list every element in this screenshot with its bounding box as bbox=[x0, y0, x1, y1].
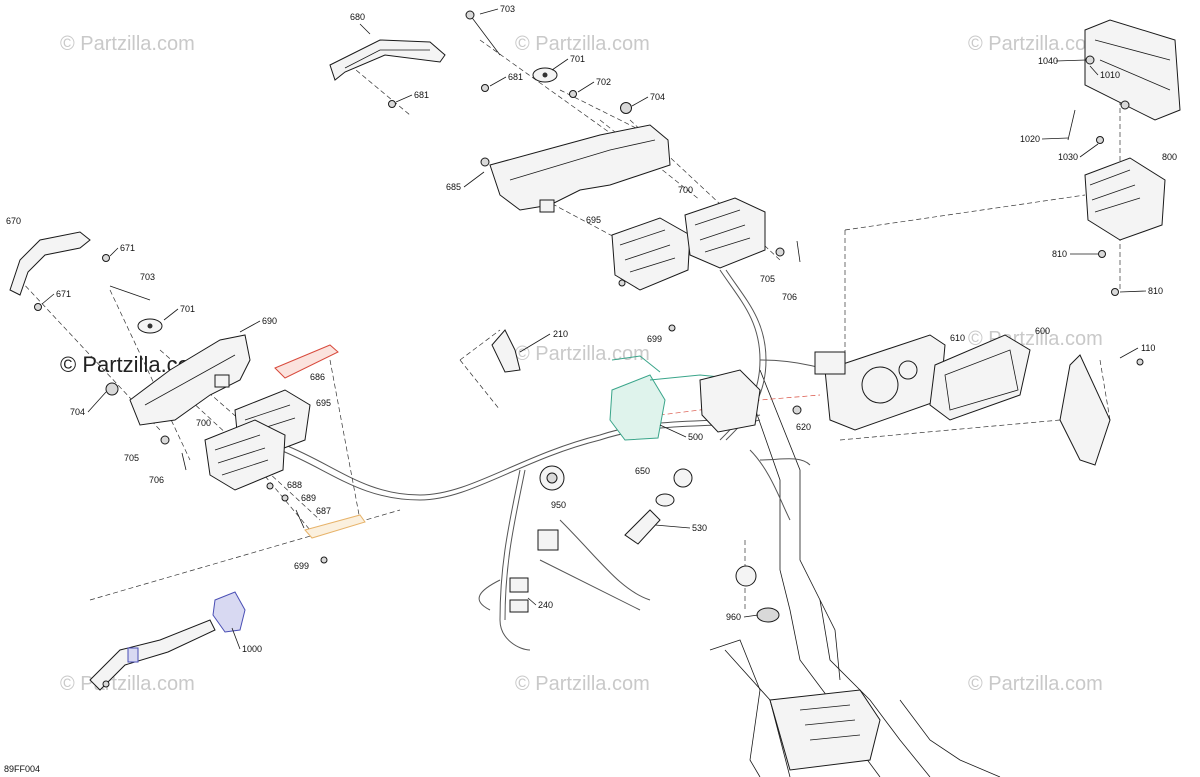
label-702: 702 bbox=[596, 77, 611, 87]
label-950: 950 bbox=[551, 500, 566, 510]
bracket-110 bbox=[792, 354, 1144, 466]
bracket-690 bbox=[105, 334, 251, 426]
watermark-text: © Partzilla.com bbox=[515, 33, 650, 55]
display-600 bbox=[929, 334, 1031, 421]
label-240: 240 bbox=[538, 600, 553, 610]
label-810: 810 bbox=[1148, 286, 1163, 296]
module-700-upper bbox=[684, 197, 801, 269]
upper-fasteners bbox=[388, 10, 632, 114]
watermark-text: © Partzilla.com bbox=[968, 673, 1103, 695]
label-695: 695 bbox=[316, 398, 331, 408]
label-699: 699 bbox=[294, 561, 309, 571]
switch-950 bbox=[539, 465, 565, 491]
wiring-harness bbox=[279, 269, 841, 651]
label-705: 705 bbox=[760, 274, 775, 284]
bracket-680 bbox=[329, 39, 446, 81]
connector-240 bbox=[509, 529, 559, 613]
label-688: 688 bbox=[287, 480, 302, 490]
label-1040: 1040 bbox=[1038, 56, 1058, 66]
label-1010: 1010 bbox=[1100, 70, 1120, 80]
ecu-800 bbox=[1084, 157, 1166, 296]
watermark-text: © Partzilla.com bbox=[515, 673, 650, 695]
watermarks: © Partzilla.com © Partzilla.com © Partzi… bbox=[60, 33, 1103, 695]
label-110: 110 bbox=[1141, 343, 1155, 353]
label-810: 810 bbox=[1052, 249, 1067, 259]
label-1030: 1030 bbox=[1058, 152, 1078, 162]
label-705: 705 bbox=[124, 453, 139, 463]
module-500 bbox=[609, 355, 761, 441]
switch-650-530 bbox=[624, 468, 693, 545]
bracket-670 bbox=[9, 231, 163, 334]
bracket-686-highlight bbox=[274, 344, 339, 379]
fasteners-688-689 bbox=[266, 324, 676, 564]
label-671: 671 bbox=[120, 243, 135, 253]
frame-chassis bbox=[709, 369, 1001, 777]
label-703: 703 bbox=[140, 272, 155, 282]
label-700: 700 bbox=[678, 185, 693, 195]
label-680: 680 bbox=[350, 12, 365, 22]
label-685: 685 bbox=[446, 182, 461, 192]
bracket-687-highlight bbox=[304, 514, 366, 539]
label-689: 689 bbox=[301, 493, 316, 503]
label-703: 703 bbox=[500, 4, 515, 14]
label-695: 695 bbox=[586, 215, 601, 225]
label-1000: 1000 bbox=[242, 644, 262, 654]
label-700: 700 bbox=[196, 418, 211, 428]
switch-1000 bbox=[89, 591, 246, 691]
label-704: 704 bbox=[70, 407, 85, 417]
label-1020: 1020 bbox=[1020, 134, 1040, 144]
label-687: 687 bbox=[316, 506, 331, 516]
leader-lines bbox=[19, 39, 1121, 610]
switch-960 bbox=[735, 565, 780, 623]
bracket-1010 bbox=[1067, 19, 1181, 144]
label-960: 960 bbox=[726, 612, 741, 622]
label-681: 681 bbox=[508, 72, 523, 82]
label-670: 670 bbox=[6, 216, 21, 226]
watermark-text: © Partzilla.com bbox=[60, 673, 195, 695]
label-600: 600 bbox=[1035, 326, 1050, 336]
watermark-text: © Partzilla.com bbox=[60, 33, 195, 55]
part-labels: 680 703 681 681 701 702 704 685 700 695 … bbox=[4, 4, 1177, 774]
label-210: 210 bbox=[553, 329, 568, 339]
label-650: 650 bbox=[635, 466, 650, 476]
label-704: 704 bbox=[650, 92, 665, 102]
cluster-610 bbox=[814, 334, 946, 431]
label-690: 690 bbox=[262, 316, 277, 326]
label-706: 706 bbox=[149, 475, 164, 485]
connector-210 bbox=[491, 329, 521, 373]
label-701: 701 bbox=[570, 54, 585, 64]
label-800: 800 bbox=[1162, 152, 1177, 162]
watermark-text: © Partzilla.com bbox=[968, 33, 1103, 55]
label-706: 706 bbox=[782, 292, 797, 302]
bracket-685 bbox=[480, 124, 671, 213]
label-500: 500 bbox=[688, 432, 703, 442]
module-695-upper bbox=[611, 217, 691, 291]
label-610: 610 bbox=[950, 333, 965, 343]
label-leaders bbox=[41, 8, 1147, 650]
label-686: 686 bbox=[310, 372, 325, 382]
label-530: 530 bbox=[692, 523, 707, 533]
label-681: 681 bbox=[414, 90, 429, 100]
diagram-code: 89FF004 bbox=[4, 764, 40, 774]
label-701: 701 bbox=[180, 304, 195, 314]
label-699: 699 bbox=[647, 334, 662, 344]
module-700-left bbox=[160, 419, 286, 491]
label-671: 671 bbox=[56, 289, 71, 299]
watermark-text: © Partzilla.com bbox=[515, 343, 650, 365]
label-620: 620 bbox=[796, 422, 811, 432]
